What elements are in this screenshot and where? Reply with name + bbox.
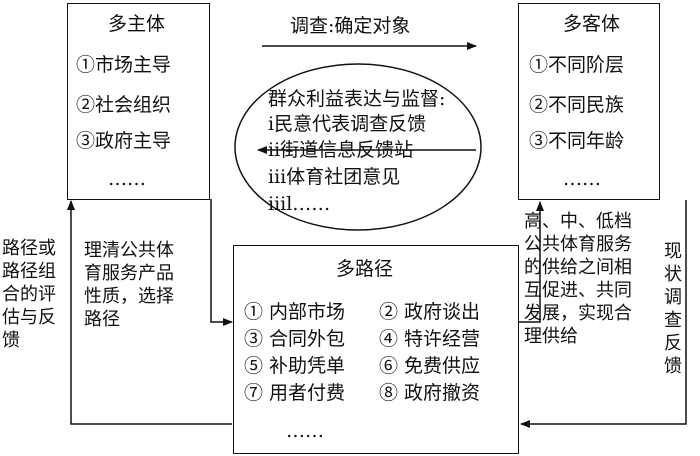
object-box: 多客体 ①不同阶层 ②不同民族 ③不同年龄 …… xyxy=(518,3,660,200)
label-char: 查 xyxy=(664,310,682,331)
subject-box: 多主体 ①市场主导 ②社会组织 ③政府主导 …… xyxy=(67,3,210,200)
path-item: ⑤ 补助凭单 xyxy=(244,355,346,377)
object-item: ①不同阶层 xyxy=(529,54,625,76)
clarify-nature-label: 理清公共体 育服务产品 性质，选择 路径 xyxy=(84,239,204,331)
path-arrow-right xyxy=(519,201,544,323)
path-ellipsis: …… xyxy=(286,420,324,442)
top-arrow-label: 调查:确定对象 xyxy=(290,15,411,37)
label-line: 公共体育服务 xyxy=(524,234,632,255)
label-line: 馈 xyxy=(2,330,20,351)
label-line: 高、中、低档 xyxy=(524,211,632,232)
label-line: 路径 xyxy=(84,309,120,330)
subject-item: ①市场主导 xyxy=(76,54,172,76)
path-item: ⑦ 用者付费 xyxy=(244,382,346,404)
ellipse-item: iiil…… xyxy=(268,193,331,215)
ellipse-title: 群众利益表达与监督: xyxy=(268,88,446,110)
label-char: 现 xyxy=(664,241,682,262)
path-arrow-left xyxy=(210,199,233,326)
path-item: ① 内部市场 xyxy=(244,301,346,323)
label-line: 合的评 xyxy=(2,284,56,305)
feedback-ellipse xyxy=(234,63,482,231)
survey-feedback-arrow xyxy=(520,200,687,428)
path-item: ⑧ 政府撤资 xyxy=(379,382,481,404)
feedback-loop-arrow xyxy=(67,200,232,425)
subject-item: ②社会组织 xyxy=(76,94,172,116)
label-line: 育服务产品 xyxy=(84,263,174,284)
object-item: ③不同年龄 xyxy=(529,130,625,152)
ellipse-item: i民意代表调查反馈 xyxy=(268,113,427,135)
label-line: 理供给 xyxy=(524,326,578,347)
subject-title: 多主体 xyxy=(108,13,166,35)
path-title: 多路径 xyxy=(336,258,394,280)
subject-item: …… xyxy=(108,168,146,190)
path-box: 多路径 ① 内部市场 ② 政府谈出 ③ 合同外包 ④ 特许经营 ⑤ 补助凭单 ⑥… xyxy=(233,245,519,454)
label-line: 估与反 xyxy=(2,307,56,328)
label-char: 馈 xyxy=(664,356,682,377)
supply-coordination-label: 高、中、低档 公共体育服务 的供给之间相 互促进、共同 发展，实现合 理供给 xyxy=(524,210,649,348)
label-char: 反 xyxy=(664,333,682,354)
subject-item: ③政府主导 xyxy=(76,130,172,152)
object-item: …… xyxy=(563,168,601,190)
label-line: 路径组 xyxy=(2,261,56,282)
path-item: ③ 合同外包 xyxy=(244,328,346,350)
ellipse-item: ii街道信息反馈站 xyxy=(268,139,414,161)
label-line: 理清公共体 xyxy=(84,240,174,261)
path-item: ④ 特许经营 xyxy=(379,328,481,350)
survey-feedback-label: 现 状 调 查 反 馈 xyxy=(664,240,688,378)
object-title: 多客体 xyxy=(563,13,621,35)
label-line: 发展，实现合 xyxy=(524,303,632,324)
label-char: 调 xyxy=(664,287,682,308)
ellipse-item: iii体育社团意见 xyxy=(268,166,401,188)
label-char: 状 xyxy=(664,264,682,285)
evaluation-feedback-label: 路径或 路径组 合的评 估与反 馈 xyxy=(2,237,66,352)
label-line: 互促进、共同 xyxy=(524,280,632,301)
path-item: ⑥ 免费供应 xyxy=(379,355,481,377)
label-line: 性质，选择 xyxy=(84,286,174,307)
label-line: 的供给之间相 xyxy=(524,257,632,278)
path-item: ② 政府谈出 xyxy=(379,301,481,323)
object-item: ②不同民族 xyxy=(529,94,625,116)
label-line: 路径或 xyxy=(2,238,56,259)
